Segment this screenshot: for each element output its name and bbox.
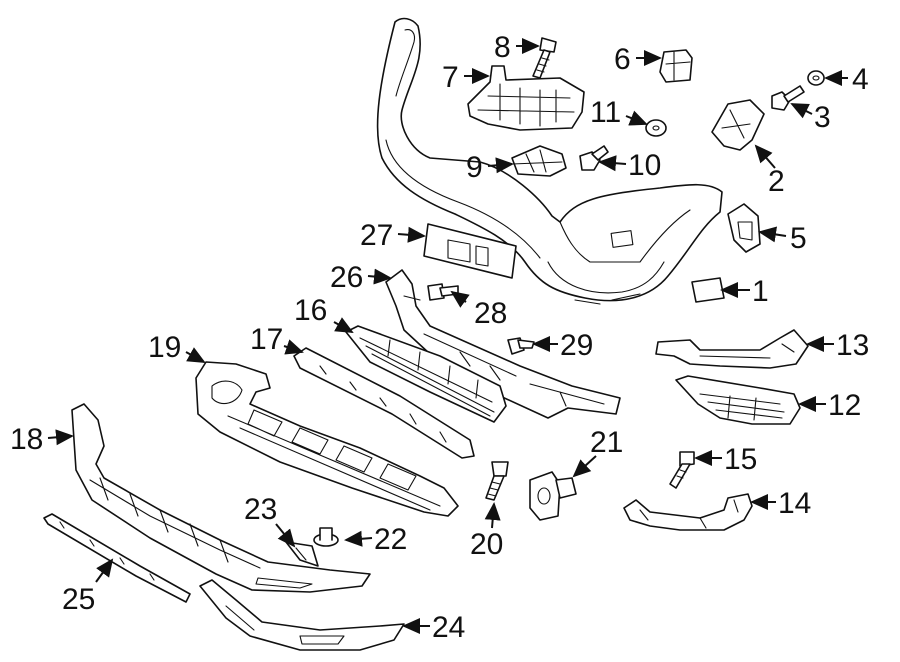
part-5-bracket <box>727 203 761 253</box>
leader-23 <box>275 523 296 548</box>
part-8-bolt <box>532 37 557 79</box>
leader-lines <box>47 38 848 634</box>
leader-18 <box>47 429 74 446</box>
callout-24: 24 <box>432 611 465 644</box>
leader-25 <box>95 558 114 583</box>
part-3-bolt <box>771 85 805 111</box>
callout-23: 23 <box>244 493 277 526</box>
part-25-strip <box>43 513 191 603</box>
part-1-pad <box>691 277 725 303</box>
callout-25: 25 <box>62 583 95 616</box>
part-12-fog-bezel <box>675 375 801 425</box>
part-18-lower-cover <box>71 403 371 593</box>
leader-3 <box>790 103 813 119</box>
leader-27 <box>397 226 426 243</box>
callout-13: 13 <box>836 329 869 362</box>
leader-22 <box>344 530 373 547</box>
callout-6: 6 <box>614 43 631 76</box>
leader-17 <box>283 339 304 355</box>
callout-labels: 1 2 3 4 5 6 7 8 9 10 11 12 13 14 15 16 1… <box>10 31 869 644</box>
part-7-bracket <box>467 65 585 131</box>
callout-8: 8 <box>494 31 511 64</box>
part-23-clip <box>285 541 319 567</box>
leader-21 <box>572 455 597 478</box>
callout-20: 20 <box>470 528 503 561</box>
callout-1: 1 <box>752 275 769 308</box>
callout-28: 28 <box>474 297 507 330</box>
callout-5: 5 <box>790 222 807 255</box>
part-20-bolt <box>485 461 509 501</box>
leader-16 <box>333 317 354 333</box>
callout-12: 12 <box>828 389 861 422</box>
callout-16: 16 <box>294 294 327 327</box>
callout-3: 3 <box>814 101 831 134</box>
part-14-bracket <box>623 493 753 531</box>
callout-29: 29 <box>560 329 593 362</box>
bumper-cover <box>376 17 723 305</box>
part-29-pin <box>507 337 535 355</box>
part-27-license-bracket <box>423 223 517 279</box>
callout-9: 9 <box>466 151 483 184</box>
part-19-lower-grille <box>195 361 459 517</box>
callout-15: 15 <box>724 443 757 476</box>
part-26-absorber <box>385 269 621 419</box>
part-16-grille <box>345 325 507 423</box>
callout-19: 19 <box>148 331 181 364</box>
part-11-washer <box>645 119 667 137</box>
leader-10 <box>598 155 627 172</box>
callout-18: 18 <box>10 423 43 456</box>
callout-21: 21 <box>590 426 623 459</box>
leader-2 <box>754 144 776 169</box>
leader-26 <box>367 268 392 285</box>
leader-19 <box>185 347 206 363</box>
leader-20 <box>484 502 501 529</box>
part-10-bolt <box>579 145 609 171</box>
part-21-bracket <box>529 471 577 521</box>
part-17-strip <box>293 347 475 459</box>
callout-4: 4 <box>852 63 869 96</box>
part-4-washer <box>807 70 825 86</box>
leader-28 <box>450 290 470 308</box>
callout-11: 11 <box>590 96 621 129</box>
callout-7: 7 <box>442 61 459 94</box>
callout-22: 22 <box>374 523 407 556</box>
part-6-clip <box>659 49 693 83</box>
leader-11 <box>625 110 648 126</box>
callout-14: 14 <box>778 487 811 520</box>
callout-2: 2 <box>768 165 785 198</box>
callout-17: 17 <box>250 323 283 356</box>
part-15-bolt <box>669 451 695 489</box>
callout-27: 27 <box>360 219 393 252</box>
part-22-pin <box>313 527 339 547</box>
part-13-reinforcement <box>655 329 809 369</box>
part-2-bracket <box>711 99 765 151</box>
callout-26: 26 <box>330 261 363 294</box>
part-9-bracket <box>511 145 567 177</box>
leader-9 <box>487 157 514 174</box>
callout-10: 10 <box>628 149 661 182</box>
leader-5 <box>758 226 787 243</box>
